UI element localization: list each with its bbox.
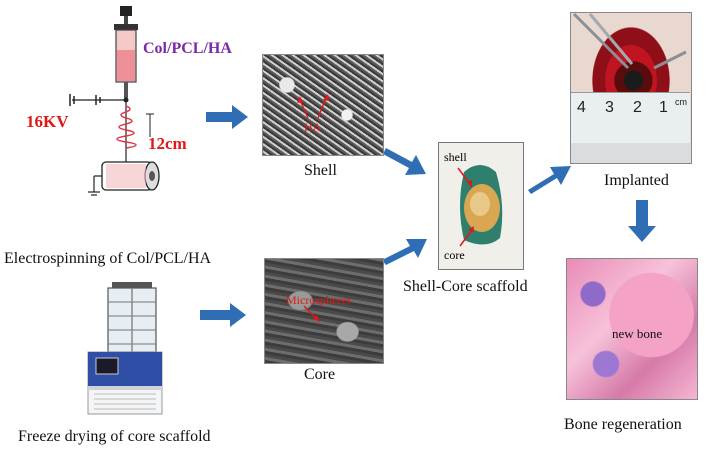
freeze-drying-caption: Freeze drying of core scaffold: [18, 428, 211, 445]
scaffold-caption: Shell-Core scaffold: [403, 278, 528, 295]
scaffold-graphic: [457, 165, 503, 247]
jet-spiral: [116, 105, 137, 149]
core-sem-image: [264, 258, 384, 364]
implanted-ruler: 4 3 2 1 cm: [571, 92, 690, 143]
shell-ha-label: HA: [304, 120, 322, 134]
implanted-caption: Implanted: [604, 172, 669, 189]
ruler-number-3: 3: [605, 99, 614, 116]
arrow-implanted-to-bone: [628, 200, 656, 242]
scaffold-core-label: core: [444, 248, 465, 262]
arrow-scaffold-to-implanted: [528, 166, 571, 194]
syringe-plunger: [120, 6, 132, 16]
material-label: Col/PCL/HA: [143, 40, 232, 57]
bone-caption: Bone regeneration: [564, 416, 682, 433]
electrospinning-apparatus: [69, 6, 160, 196]
electrospinning-caption: Electrospinning of Col/PCL/HA: [4, 250, 212, 267]
ruler-number-4: 4: [577, 99, 586, 116]
distance-label: 12cm: [148, 134, 187, 153]
shell-caption: Shell: [304, 162, 337, 179]
syringe-needle: [124, 82, 128, 98]
new-bone-label: new bone: [612, 326, 663, 341]
voltage-label: 16KV: [26, 112, 69, 131]
ruler-number-1: 1: [659, 99, 668, 116]
arrow-shell-to-scaffold: [383, 148, 426, 175]
bone-histology-image: [566, 258, 698, 400]
arrow-core-to-scaffold: [382, 239, 427, 265]
core-microspheres-label: Microspheres: [286, 293, 352, 307]
control-display: [95, 357, 119, 375]
arrow-to-shell: [206, 105, 248, 129]
scaffold-shell-label: shell: [444, 150, 467, 164]
arrow-to-core: [200, 303, 246, 327]
core-annotation-arrow: [303, 305, 320, 322]
ruler-number-2: 2: [633, 99, 642, 116]
shell-annotation-arrows: [297, 94, 329, 119]
core-caption: Core: [304, 366, 336, 383]
ruler-unit: cm: [675, 97, 687, 107]
surgical-forceps: [572, 12, 687, 70]
freeze-dryer-machine: [87, 282, 163, 415]
